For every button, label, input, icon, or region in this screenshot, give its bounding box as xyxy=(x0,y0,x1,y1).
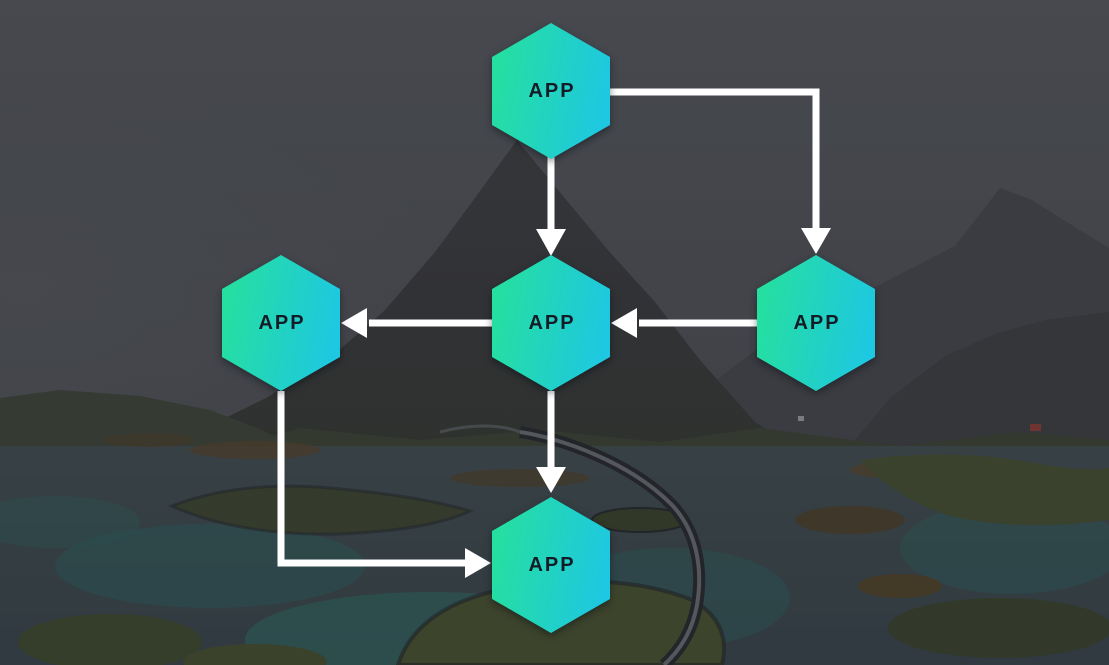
arrow-center-to-bottom xyxy=(536,391,566,493)
shore-rim xyxy=(105,433,195,447)
shore-rim xyxy=(190,441,320,459)
mountain xyxy=(150,140,825,470)
right-headland xyxy=(860,454,1109,526)
shallow-water xyxy=(55,524,365,608)
app-node-center: APP xyxy=(492,255,610,391)
arrow-top-to-right xyxy=(610,88,831,254)
app-node-label: APP xyxy=(528,79,576,102)
app-node-top: APP xyxy=(492,23,610,159)
road-branch xyxy=(439,424,521,434)
shallow-water xyxy=(0,496,140,548)
islet xyxy=(795,506,905,534)
islet xyxy=(858,574,942,598)
app-node-bottom: APP xyxy=(492,497,610,633)
arrow-center-to-left xyxy=(341,308,492,338)
arrow-left-to-bottom xyxy=(277,391,491,578)
shallow-water xyxy=(900,502,1109,594)
hexagon-shape: APP xyxy=(492,23,610,159)
arrow-right-to-center xyxy=(611,308,757,338)
road xyxy=(519,430,702,665)
island-peninsula xyxy=(168,484,475,536)
hexagon-shape: APP xyxy=(492,255,610,391)
red-building xyxy=(1030,424,1041,431)
app-node-label: APP xyxy=(528,553,576,576)
app-node-label: APP xyxy=(793,311,841,334)
hexagon-shape: APP xyxy=(222,255,340,391)
app-node-label: APP xyxy=(258,311,306,334)
app-node-label: APP xyxy=(528,311,576,334)
app-node-left: APP xyxy=(222,255,340,391)
islet xyxy=(18,614,202,665)
islet xyxy=(183,644,327,665)
hexagon-shape: APP xyxy=(492,497,610,633)
islet xyxy=(888,598,1109,658)
app-node-right: APP xyxy=(757,255,875,391)
arrow-top-to-center xyxy=(536,157,566,256)
white-building xyxy=(798,416,804,421)
hexagon-shape: APP xyxy=(757,255,875,391)
